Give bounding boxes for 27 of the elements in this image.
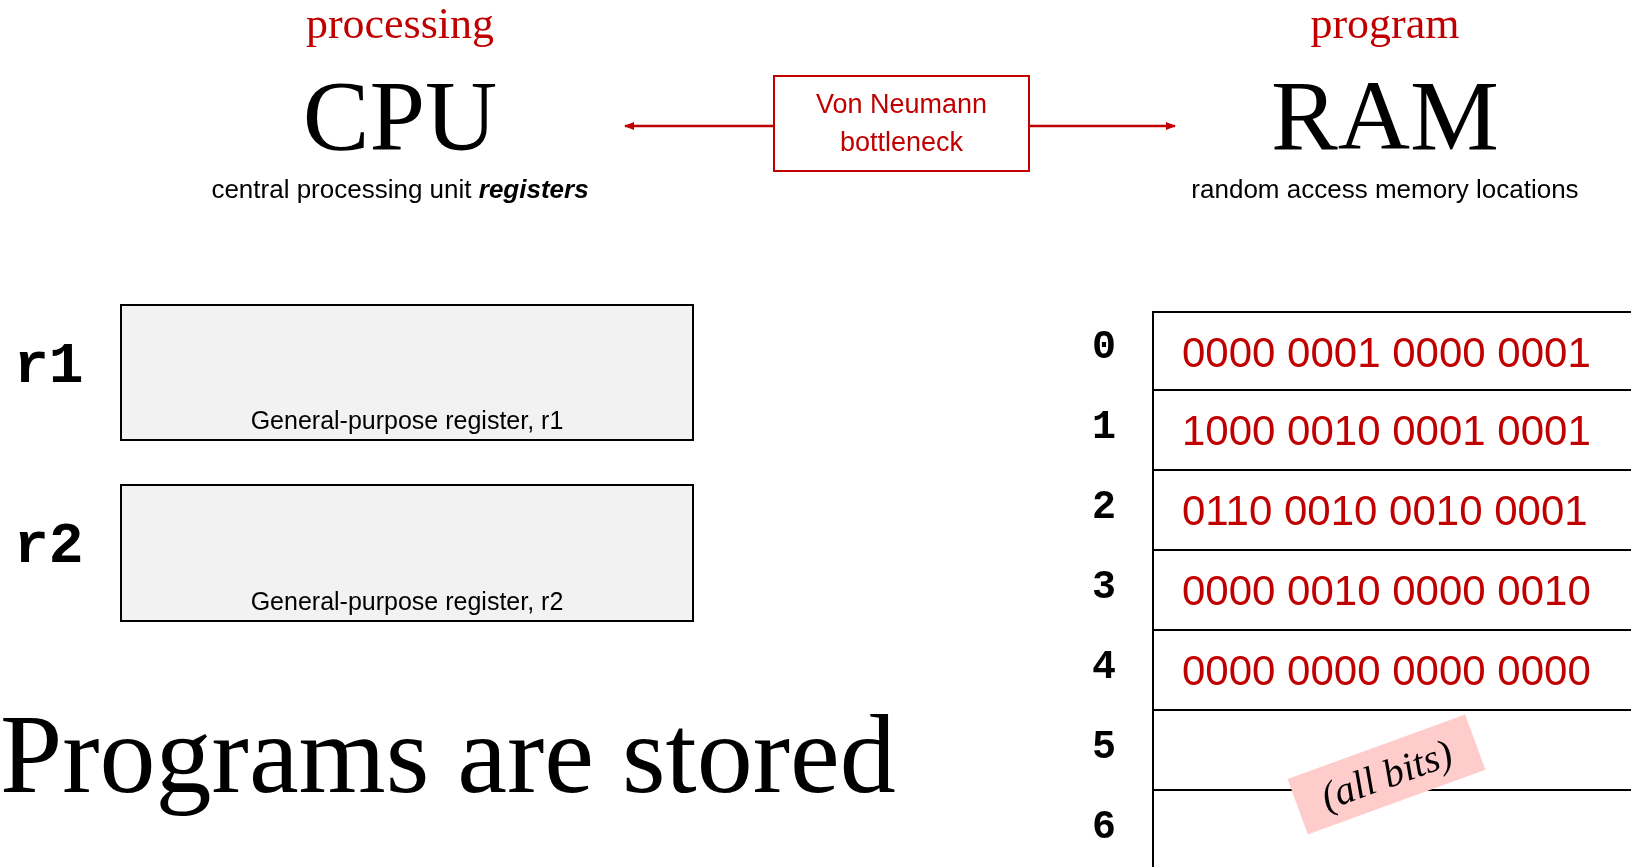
bit-pattern: 1000 0010 0001 0001 [1182,407,1591,455]
section-heading: program [1309,0,1461,49]
component-title: CPU [301,66,499,167]
memory-address: 0 [1092,325,1116,370]
sticky-note: (all bits) [1287,714,1486,835]
memory-address: 5 [1092,725,1116,770]
register-name: r2 [14,514,84,579]
memory-address: 6 [1092,805,1116,850]
memory-address: 2 [1092,485,1116,530]
bit-pattern: 0000 0000 0000 0000 [1182,647,1591,695]
bit-pattern: 0110 0010 0010 0001 [1182,487,1588,535]
bit-pattern: 0000 0010 0000 0010 [1182,567,1591,615]
slide-statement: Programs are stored [0,691,896,818]
bottleneck-box: Von Neumann bottleneck [773,75,1030,172]
memory-address: 1 [1092,405,1116,450]
arrow [1030,122,1176,130]
memory-address: 3 [1092,565,1116,610]
component-description: random access memory locations [1190,174,1580,206]
component-description: central processing unit registers [210,174,590,206]
arrow [624,122,773,130]
section-heading: processing [304,0,496,49]
component-title: RAM [1270,66,1500,167]
register-caption: General-purpose register, r2 [249,587,565,616]
memory-address: 4 [1092,645,1116,690]
register-caption: General-purpose register, r1 [249,406,565,435]
bit-pattern: 0000 0001 0000 0001 [1182,329,1591,377]
register-name: r1 [14,334,84,399]
